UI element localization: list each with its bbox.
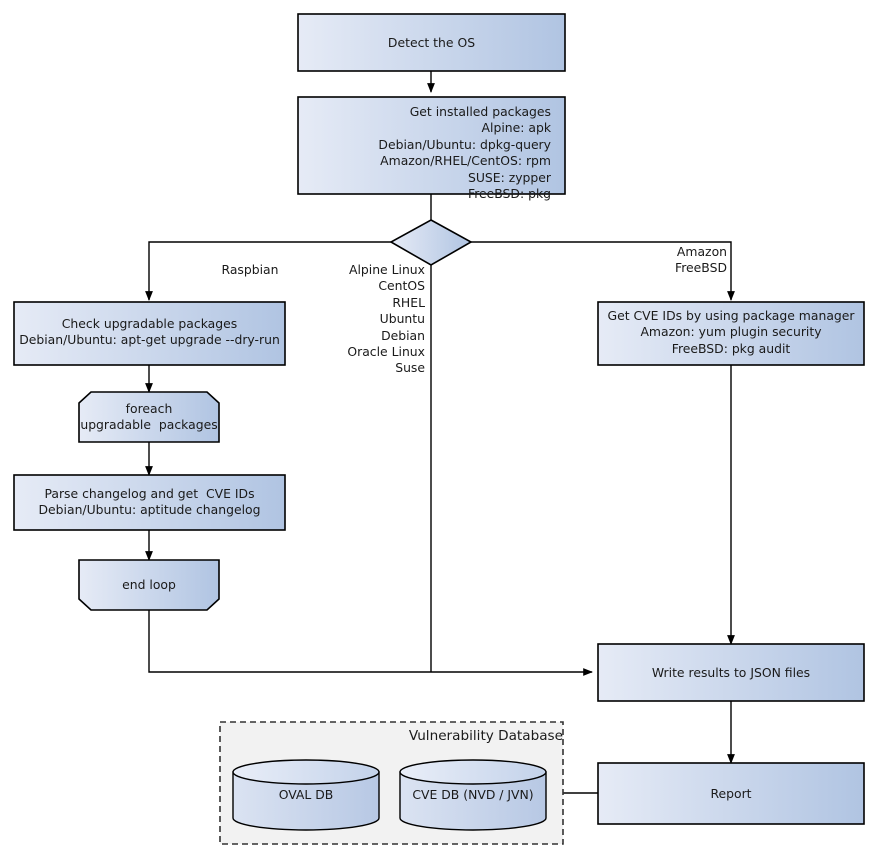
- edge-decision-raspbian: [145, 241, 391, 301]
- node-foreach-loop-start[interactable]: [78, 391, 220, 443]
- vulnerability-database-group-title: Vulnerability Database: [408, 728, 563, 744]
- node-os-decision-diamond[interactable]: [389, 219, 473, 266]
- node-end-loop[interactable]: [78, 559, 220, 611]
- node-check-upgradable-packages[interactable]: [13, 301, 286, 366]
- edge-decision-amazon-freebsd: [471, 241, 735, 301]
- node-parse-changelog[interactable]: [13, 474, 286, 531]
- edge-label-middle-distros: Alpine Linux CentOS RHEL Ubuntu Debian O…: [347, 262, 425, 376]
- edge-label-right-distros: Amazon FreeBSD: [675, 244, 727, 276]
- node-write-results[interactable]: [597, 643, 865, 702]
- edge-endloop-to-write: [148, 610, 593, 676]
- oval-db-cylinder[interactable]: [232, 759, 380, 831]
- node-report[interactable]: [597, 762, 865, 825]
- cve-db-cylinder[interactable]: [399, 759, 547, 831]
- cve-db-label: CVE DB (NVD / JVN): [412, 787, 534, 802]
- connector-group: [145, 71, 735, 794]
- edge-label-raspbian: Raspbian: [221, 262, 279, 277]
- node-get-cve-ids[interactable]: [597, 301, 865, 366]
- node-get-installed-packages[interactable]: [297, 96, 566, 195]
- node-detect-os[interactable]: [297, 13, 566, 72]
- oval-db-label: OVAL DB: [278, 787, 334, 802]
